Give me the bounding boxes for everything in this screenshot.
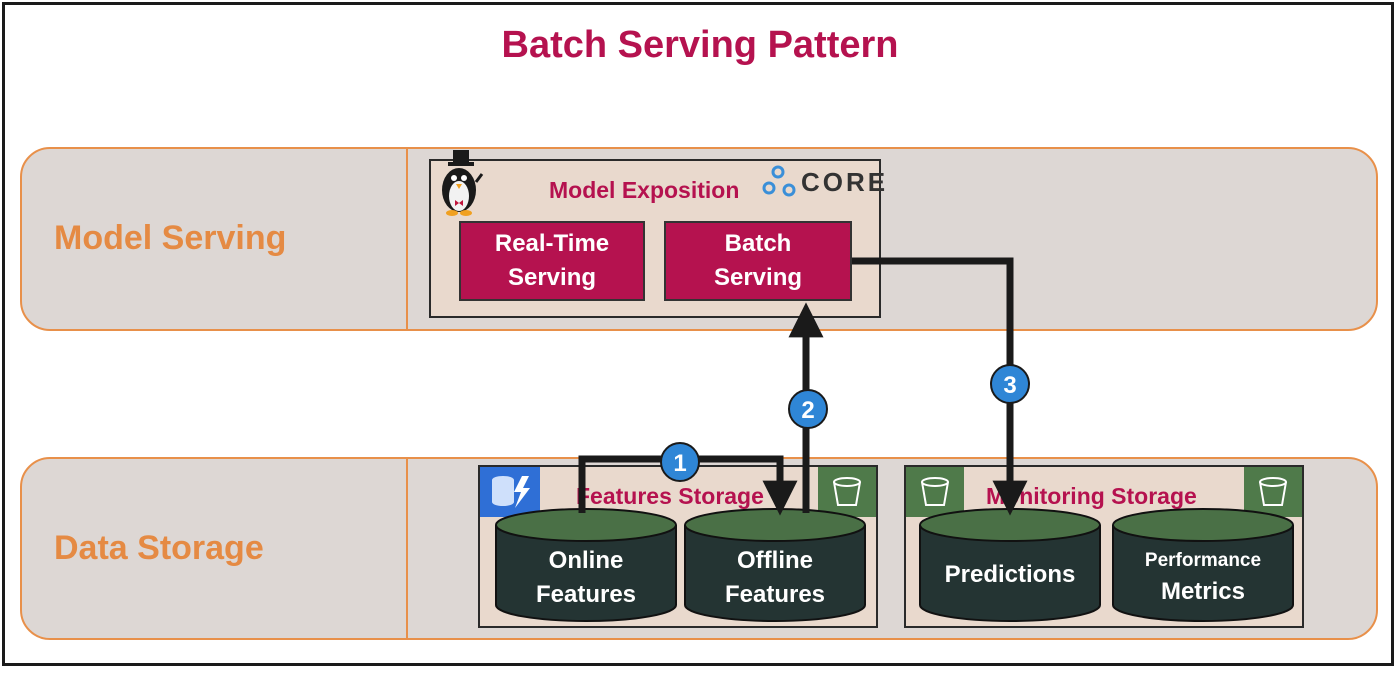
bucket-icon — [906, 467, 964, 517]
predictions-label: Predictions — [920, 538, 1100, 612]
model-exposition-title: Model Exposition — [549, 177, 740, 203]
batch-serving-box: Batch Serving — [664, 221, 852, 301]
online-store-icon — [480, 467, 540, 517]
step-1-label: 1 — [673, 450, 686, 477]
offline-line-2: Features — [724, 581, 826, 608]
data-storage-label: Data Storage — [54, 529, 264, 567]
offline-features-label: Offline Features — [685, 538, 865, 618]
batch-line-2: Serving — [713, 264, 803, 291]
model-serving-label: Model Serving — [54, 219, 287, 257]
batch-line-1: Batch — [724, 230, 792, 258]
step-3-label: 3 — [1003, 372, 1016, 399]
predictions-cylinder — [919, 508, 1101, 622]
arrow-step-3 — [852, 257, 1028, 516]
core-brand: CORE — [801, 167, 889, 197]
performance-line-2: Metrics — [1160, 577, 1246, 605]
performance-metrics-cylinder — [1112, 508, 1294, 622]
online-features-label: Online Features — [496, 538, 676, 618]
online-line-2: Features — [535, 581, 637, 608]
predictions-text: Predictions — [944, 561, 1076, 589]
penguin-mascot-icon — [442, 150, 484, 216]
real-time-line-2: Serving — [507, 264, 597, 291]
real-time-line-1: Real-Time — [494, 230, 610, 258]
lane-divider — [406, 149, 408, 329]
features-storage-title: Features Storage — [576, 483, 764, 509]
diagram-title: Batch Serving Pattern — [501, 24, 899, 66]
offline-features-cylinder — [684, 508, 866, 622]
online-line-1: Online — [548, 547, 624, 575]
bucket-icon — [818, 467, 876, 517]
core-logo-icon — [762, 165, 796, 197]
performance-metrics-label: Performance Metrics — [1113, 538, 1293, 618]
step-marker-2: 2 — [788, 389, 828, 429]
real-time-serving-box: Real-Time Serving — [459, 221, 645, 301]
bucket-icon — [1244, 467, 1302, 517]
online-features-cylinder — [495, 508, 677, 622]
step-2-label: 2 — [801, 397, 814, 424]
offline-line-1: Offline — [737, 547, 813, 575]
step-marker-1: 1 — [660, 442, 700, 482]
lane-divider — [406, 459, 408, 638]
performance-line-1: Performance — [1144, 549, 1262, 571]
step-marker-3: 3 — [990, 364, 1030, 404]
